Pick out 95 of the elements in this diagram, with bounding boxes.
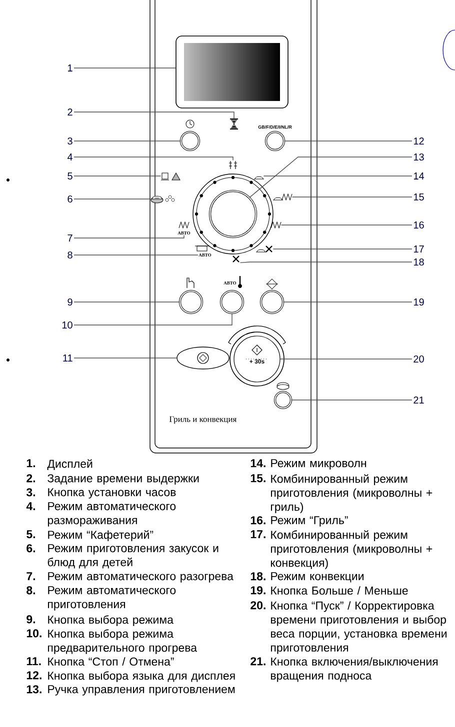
mode-button: [178, 290, 204, 314]
callout-number: 1: [68, 64, 72, 72]
callout-number: 6: [68, 195, 72, 203]
item-text: Задание времени выдержки: [48, 474, 199, 485]
preheat-button: [220, 290, 244, 314]
callout-number: 20: [414, 355, 424, 363]
item-number: 8.: [26, 586, 35, 594]
callout-number: 9: [68, 298, 72, 306]
item-text: Режим автоматического разогрева: [48, 572, 234, 582]
item-number: 18.: [250, 572, 266, 580]
leader-line: [74, 234, 184, 238]
item-number: 20.: [250, 601, 266, 610]
callout-number: 10: [62, 321, 72, 329]
item-text: Ручка управления приготовлением: [48, 685, 235, 696]
leader-line: [74, 112, 234, 120]
callout-number: 7: [68, 234, 72, 242]
callout-number: 13: [414, 153, 424, 161]
callout-number: 14: [414, 172, 424, 180]
item-text: Режим автоматического приготовления: [48, 586, 176, 610]
callout-number: 4: [67, 154, 72, 160]
language-button: [264, 130, 286, 152]
item-text: Кнопка выбора языка для дисплея: [48, 671, 235, 682]
item-number: 19.: [250, 586, 266, 594]
item-text: Кнопка включения/выключения вращения подноса: [271, 657, 438, 682]
leader-line: [74, 312, 232, 326]
leader-line: [74, 140, 182, 142]
callout-number: 17: [414, 246, 424, 252]
leader-line: [272, 248, 412, 250]
callout-number: 15: [414, 194, 424, 200]
callout-number: 16: [414, 221, 424, 229]
leader-line: [280, 358, 412, 360]
item-number: 7.: [26, 572, 35, 580]
leader-line: [284, 140, 412, 142]
cafeteria-icon: [160, 172, 180, 180]
item-number: 14.: [250, 459, 266, 468]
item-text: Кнопка “Пуск” / Корректировка времени приготовления и выбор веса порции, установка времени приготовления: [271, 601, 446, 654]
item-number: 12.: [26, 671, 42, 680]
item-number: 13.: [26, 685, 42, 694]
callout-number: 3: [68, 137, 72, 145]
hourglass-icon: [230, 118, 238, 130]
callout-number: 21: [414, 396, 424, 404]
leader-line: [74, 254, 198, 256]
item-text: Режим приготовления закусок и блюд для детей: [48, 544, 218, 568]
item-text: Кнопка выбора режима: [48, 615, 174, 626]
callout-number: 12: [414, 138, 424, 144]
leader-line: [292, 196, 412, 198]
item-number: 4.: [26, 502, 35, 510]
item-text: Кнопка “Стоп / Отмена”: [48, 657, 174, 666]
item-text: Кнопка установки часов: [48, 488, 176, 498]
item-number: 5.: [26, 530, 35, 538]
leader-line: [280, 224, 412, 226]
item-number: 6.: [26, 544, 35, 552]
leader-line: [74, 198, 152, 200]
clock-button: [180, 130, 200, 152]
callout-number: 5: [68, 172, 72, 180]
defrost-icon: [228, 160, 238, 170]
item-text: Режим автоматического размораживания: [48, 502, 176, 526]
leader-line: [74, 156, 234, 161]
turntable-button: [274, 390, 292, 410]
snack-icon: [150, 195, 175, 204]
item-text: Режим “Гриль”: [271, 516, 348, 526]
panel-caption: Гриль и конвекция: [169, 416, 237, 424]
item-text: Режим “Кафетерий”: [48, 530, 154, 542]
microwave-icon: [254, 176, 264, 180]
item-number: 2.: [26, 474, 35, 482]
callout-number: 18: [414, 258, 424, 266]
display-screen: [176, 36, 288, 108]
leader-line: [240, 262, 412, 264]
item-number: 16.: [250, 516, 266, 524]
fan-icon: [232, 255, 240, 263]
callout-number: 8: [68, 251, 72, 259]
item-text: Комбинированный режим приготовления (микроволны + конвекция): [270, 530, 432, 570]
item-number: 21.: [250, 657, 266, 666]
item-number: 3.: [26, 488, 35, 496]
combi-fan-icon: [256, 245, 273, 253]
item-number: 10.: [26, 629, 42, 638]
callout-number: 19: [414, 298, 424, 306]
item-text: Дисплей: [47, 459, 92, 470]
control-knob: [208, 190, 258, 238]
grill-icon: [270, 222, 282, 228]
item-text: Режим микроволн: [271, 459, 366, 470]
combi-grill-icon: [272, 194, 292, 200]
item-number: 9.: [26, 615, 35, 624]
item-text: Режим конвекции: [271, 572, 364, 582]
item-number: 15.: [250, 474, 266, 482]
item-number: 1.: [26, 459, 35, 468]
stop-button: [176, 346, 230, 370]
callout-number: 2: [68, 108, 72, 116]
more-less-button: [260, 290, 284, 314]
item-number: 17.: [250, 530, 266, 538]
item-text: Кнопка выбора режима предварительного прогрева: [48, 629, 198, 654]
item-number: 11.: [26, 657, 41, 666]
callout-number: 11: [63, 354, 72, 362]
item-text: Комбинированный режим приготовления (микроволны + гриль): [271, 474, 432, 514]
item-text: Кнопка Больше / Меньше: [271, 586, 408, 595]
